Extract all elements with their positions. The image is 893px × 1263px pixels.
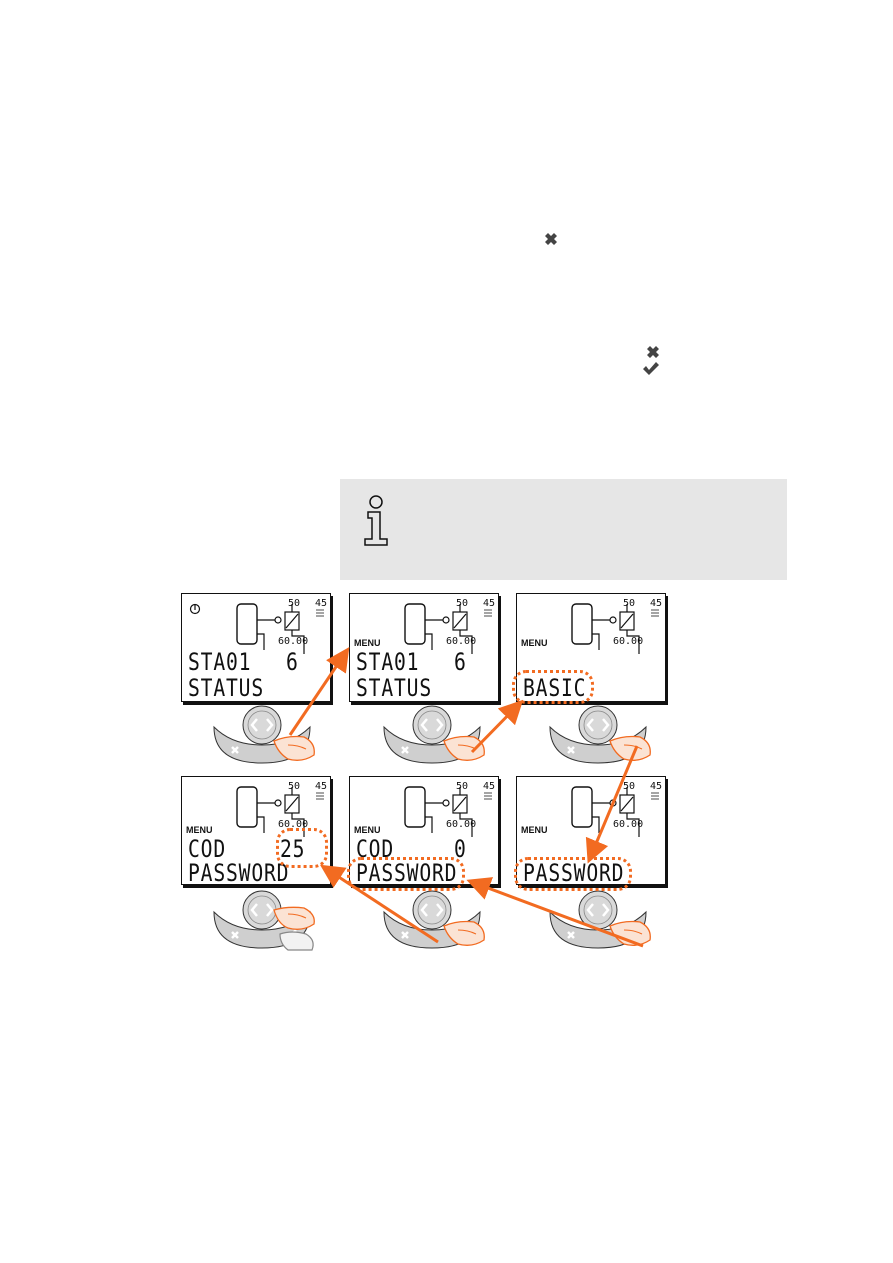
control-knob-5: [362, 890, 522, 952]
chevron-left-icon: [420, 718, 428, 732]
lcd-top-value-1: 50: [288, 781, 300, 792]
lcd-mid-value: 60.00: [613, 636, 643, 647]
cross-icon: [231, 931, 239, 939]
menu-label: MENU: [186, 825, 213, 835]
highlight-password-5: [347, 857, 465, 891]
hand-icon: [273, 735, 315, 761]
lcd-top-value-1: 50: [623, 781, 635, 792]
info-note: [340, 479, 787, 580]
lcd-mid-value: 60.00: [446, 819, 476, 830]
lcd-mid-value: 60.00: [278, 819, 308, 830]
lcd-line-2: BASIC: [523, 674, 587, 702]
lcd-diagram: 50 45 60.00: [236, 598, 327, 654]
lcd-value: 6: [286, 648, 299, 676]
check-icon: [643, 362, 659, 375]
control-knob-3: [528, 705, 688, 767]
lcd-mid-value: 60.00: [613, 819, 643, 830]
lcd-line-1: COD: [188, 835, 227, 863]
menu-label: MENU: [521, 825, 548, 835]
lcd-top-value-2: 45: [650, 598, 662, 609]
lcd-diagram: 50 45 60.00: [571, 598, 662, 654]
chevron-left-icon: [250, 718, 258, 732]
lcd-diagram: 50 45 60.00: [404, 781, 495, 837]
lcd-top-value-2: 45: [483, 781, 495, 792]
chevron-left-icon: [586, 718, 594, 732]
lcd-value: 0: [454, 835, 467, 863]
cross-icon: [231, 746, 239, 754]
chevron-left-icon: [250, 903, 258, 917]
chevron-right-icon: [266, 718, 274, 732]
chevron-right-icon: [602, 718, 610, 732]
hand-icon: [273, 906, 315, 930]
cross-icon: [647, 346, 659, 358]
power-icon: [189, 603, 201, 615]
menu-label: MENU: [354, 638, 381, 648]
lcd-top-value-2: 45: [315, 781, 327, 792]
lcd-mid-value: 60.00: [446, 636, 476, 647]
lcd-mid-value: 60.00: [278, 636, 308, 647]
lcd-top-value-1: 50: [623, 598, 635, 609]
lcd-diagram: 50 45 60.00: [404, 598, 495, 654]
lcd-screen-3: 50 45 60.00 MENU BASIC: [516, 593, 666, 702]
cross-icon: [401, 746, 409, 754]
lcd-line-2: STATUS: [188, 674, 265, 702]
cross-icon: [545, 233, 557, 245]
info-icon: [364, 495, 388, 546]
lcd-line-2: STATUS: [356, 674, 433, 702]
control-knob-6: [528, 890, 688, 952]
chevron-right-icon: [436, 718, 444, 732]
lcd-top-value-1: 50: [456, 598, 468, 609]
menu-label: MENU: [354, 825, 381, 835]
highlight-value-25: [276, 828, 328, 868]
hand-icon: [279, 931, 314, 951]
lcd-top-value-2: 45: [650, 781, 662, 792]
cross-icon: [567, 746, 575, 754]
lcd-line-1: STA01: [356, 648, 420, 676]
lcd-line-2: PASSWORD: [188, 859, 290, 887]
highlight-password-6: [514, 857, 632, 891]
control-knob-4: [192, 890, 352, 952]
menu-label: MENU: [521, 638, 548, 648]
control-knob-2: [362, 705, 522, 767]
lcd-top-value-1: 50: [456, 781, 468, 792]
lcd-line-1: STA01: [188, 648, 252, 676]
lcd-value: 6: [454, 648, 467, 676]
highlight-basic: [512, 670, 594, 704]
control-knob-1: [192, 705, 352, 767]
chevron-right-icon: [266, 903, 274, 917]
lcd-top-value-1: 50: [288, 598, 300, 609]
lcd-top-value-2: 45: [483, 598, 495, 609]
lcd-top-value-2: 45: [315, 598, 327, 609]
